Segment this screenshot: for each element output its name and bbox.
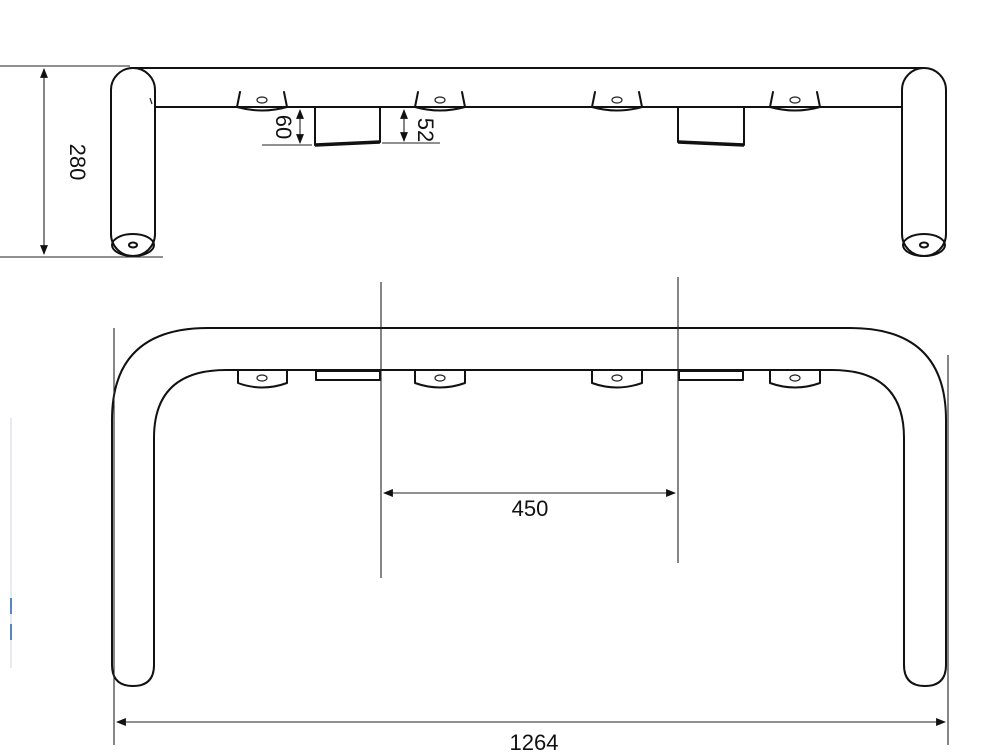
right-post-hole	[919, 241, 929, 249]
front-right-end	[903, 664, 947, 687]
front-tab-4	[769, 370, 821, 389]
front-tab-3	[591, 370, 643, 389]
front-tube-outer	[111, 327, 947, 666]
dimension-overall-width-label: 1264	[510, 730, 559, 754]
right-post	[901, 67, 947, 257]
front-tube-inner	[153, 369, 905, 666]
dimension-spacing-label: 450	[512, 496, 549, 521]
dimension-right-plate-label: 52	[413, 118, 438, 142]
front-tab-2	[414, 370, 466, 389]
dimension-spacing: 450	[380, 277, 679, 578]
front-view	[111, 327, 947, 687]
right-plate	[677, 107, 745, 146]
front-right-plate	[678, 370, 744, 381]
dimension-overall-width: 1264	[113, 328, 949, 754]
side-tab-4	[769, 91, 821, 112]
dimension-right-plate: 52	[382, 109, 440, 144]
dimension-height-label: 280	[65, 144, 90, 181]
left-plate	[314, 107, 381, 146]
right-plate-edge	[677, 140, 745, 147]
front-left-plate	[315, 370, 381, 381]
left-post	[110, 67, 156, 257]
side-view	[110, 67, 947, 257]
side-tab-3	[591, 91, 643, 112]
left-post-end	[111, 233, 155, 257]
front-tab-1	[237, 370, 288, 389]
side-tab-2	[414, 91, 466, 112]
dimension-height: 280	[0, 65, 163, 258]
left-post-detail	[149, 97, 153, 105]
right-post-end	[902, 233, 946, 257]
side-tab-1	[236, 91, 288, 112]
front-left-end	[111, 664, 155, 687]
left-post-hole	[128, 241, 138, 249]
dimension-left-plate: 60	[262, 109, 312, 146]
left-plate-edge	[314, 140, 381, 147]
dimension-left-plate-label: 60	[271, 115, 296, 139]
